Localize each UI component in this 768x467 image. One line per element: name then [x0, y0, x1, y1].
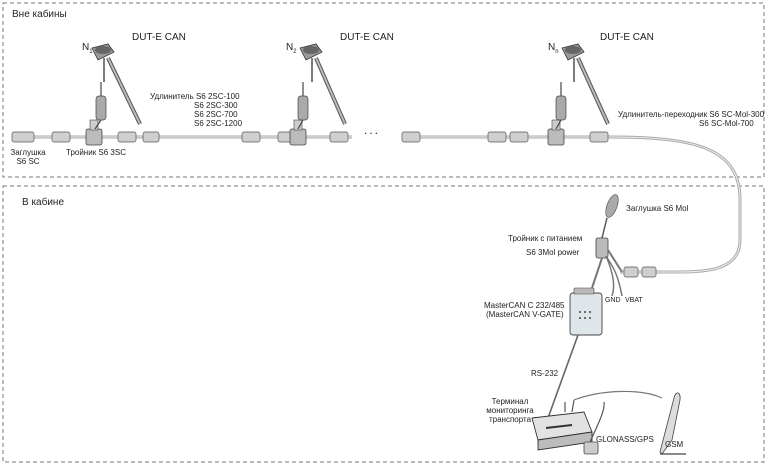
inside-cabin-zone [2, 185, 765, 463]
outside-cabin-label: Вне кабины [12, 9, 67, 20]
sensor-2-index: N2 [286, 42, 297, 55]
tee-s6-3sc-1 [85, 119, 103, 146]
gsm-label: GSM [665, 440, 684, 449]
glonass-antenna [583, 401, 605, 455]
vbat-label: VBAT [625, 297, 643, 304]
mastercan-unit [569, 287, 603, 336]
inside-cabin-label: В кабине [22, 197, 65, 208]
gsm-antenna [573, 390, 686, 455]
tee-s6-3sc-2 [289, 119, 307, 146]
fuel-sensor-2 [297, 43, 347, 130]
extender-variant-700: S6 2SC-700 [194, 110, 238, 119]
gnd-label: GND [605, 297, 621, 304]
sensor-n-index: Nn [548, 42, 559, 55]
extender-title: Удлинитель S6 2SC-100 [150, 92, 240, 101]
monitoring-terminal [531, 399, 593, 451]
tee-label: Тройник S6 3SC [66, 148, 126, 157]
sensor-2-model: DUT-E CAN [340, 32, 394, 43]
terminator-label-1: Заглушка [10, 148, 46, 157]
fuel-sensor-1 [91, 43, 142, 130]
power-tee-label-1: Тройник с питанием [508, 234, 583, 243]
mastercan-label-1: MasterCAN C 232/485 [484, 301, 565, 310]
tee-s6-3sc-n [547, 119, 565, 146]
adapter-cable [611, 135, 742, 278]
power-tee-label-2: S6 3Mol power [526, 248, 580, 257]
extender-variant-300: S6 2SC-300 [194, 101, 238, 110]
terminator-label-2: S6 SC [16, 157, 40, 166]
terminal-label-3: транспорта [488, 415, 532, 424]
rs232-cable [547, 334, 579, 419]
sensor-1-model: DUT-E CAN [132, 32, 186, 43]
sensor-1-index: N1 [82, 42, 93, 55]
fuel-sensor-n [555, 43, 610, 130]
plug-mol-label: Заглушка S6 Mol [626, 204, 689, 213]
adapter-label-1: Удлинитель-переходник S6 SC-Mol-300 [618, 110, 765, 119]
terminal-label-1: Терминал [491, 397, 529, 406]
rs232-label: RS-232 [531, 369, 559, 378]
glonass-label: GLONASS/GPS [596, 435, 654, 444]
terminal-label-2: мониторинга [486, 406, 534, 415]
outside-cabin-zone [2, 2, 765, 178]
plug-s6-mol [601, 194, 619, 239]
power-tee [591, 237, 623, 297]
more-sensors-ellipsis: ... [364, 123, 381, 137]
adapter-label-2: S6 SC-Mol-700 [699, 119, 754, 128]
extender-variant-1200: S6 2SC-1200 [194, 119, 243, 128]
mastercan-label-2: (MasterCAN V-GATE) [486, 310, 564, 319]
sensor-n-model: DUT-E CAN [600, 32, 654, 43]
can-bus-chain [11, 131, 612, 143]
